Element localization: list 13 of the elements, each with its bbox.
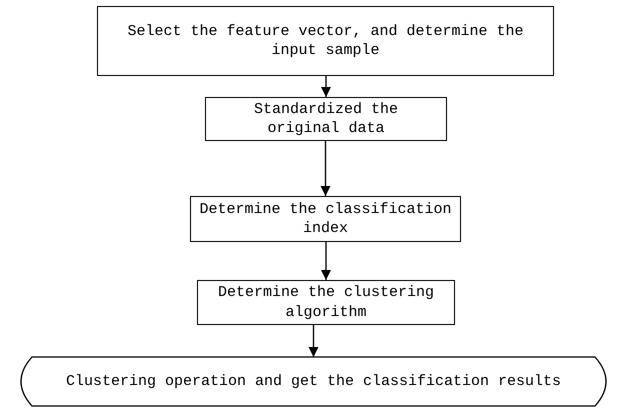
arrow [320, 141, 330, 196]
process-box [197, 280, 455, 325]
step-text: Clustering operation and get the classification results [64, 372, 562, 392]
arrow [321, 242, 331, 280]
process-box [190, 196, 461, 242]
step-text: Standardized the original data [252, 100, 400, 138]
arrow [321, 76, 331, 97]
step-text: Determine the clustering algorithm [216, 283, 436, 322]
arrow [308, 325, 318, 357]
step-text: Determine the classification index [198, 200, 453, 238]
process-box [97, 6, 554, 76]
process-box [205, 97, 447, 141]
step-text: Select the feature vector, and determine the input sample [126, 22, 525, 60]
